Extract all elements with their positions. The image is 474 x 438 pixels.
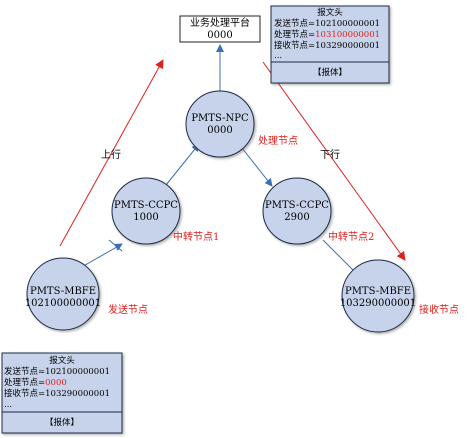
node-mbfe-left-circle [26, 257, 100, 331]
platform-code: 0000 [207, 30, 232, 41]
message-header-top-sender-value: 102100000001 [315, 19, 380, 29]
message-header-bottom-processor: 处理节点=0000 [4, 377, 67, 388]
message-header-top-processor-value: 103100000001 [315, 30, 380, 40]
node-npc: PMTS-NPC 0000 [185, 90, 255, 158]
platform-box-frame [179, 15, 261, 43]
node-ccpc-left: PMTS-CCPC 1000 [111, 177, 181, 245]
platform-title: 业务处理平台 [190, 16, 250, 29]
message-header-top-body-frame [270, 61, 390, 84]
label-sending-node: 发送节点 [108, 303, 148, 316]
message-header-bottom-sender-value: 102100000001 [45, 367, 110, 377]
message-header-bottom-processor-label: 处理节点= [4, 377, 45, 388]
label-receiving-node: 接收节点 [419, 303, 459, 316]
node-mbfe-right-name: PMTS-MBFE [345, 286, 411, 297]
label-uplink: 上行 [101, 148, 121, 161]
message-header-top-ellipsis: ... [274, 51, 282, 61]
message-header-bottom-sender-label: 发送节点= [4, 366, 45, 377]
message-header-top-receiver-value: 103290000001 [315, 41, 380, 51]
node-mbfe-left-code: 102100000001 [25, 298, 101, 309]
node-mbfe-right: PMTS-MBFE 103290000001 [340, 259, 416, 333]
node-ccpc-right-circle [262, 177, 332, 245]
node-npc-circle [185, 90, 255, 158]
node-ccpc-right: PMTS-CCPC 2900 [262, 177, 332, 245]
message-header-top-processor: 处理节点=103100000001 [274, 29, 380, 40]
message-header-top-processor-label: 处理节点= [274, 29, 315, 40]
node-ccpc-right-code: 2900 [284, 212, 309, 223]
node-mbfe-right-code: 103290000001 [340, 298, 416, 309]
link-ccpc-to-npc [165, 143, 200, 186]
node-mbfe-right-circle [341, 259, 415, 333]
label-processing-node: 处理节点 [258, 135, 298, 147]
message-header-bottom-title: 报文头 [49, 355, 75, 366]
message-header-bottom-receiver: 接收节点=103290000001 [4, 388, 110, 399]
message-header-top-receiver: 接收节点=103290000001 [274, 40, 380, 51]
link-ccpc-to-mbfe [322, 239, 359, 276]
node-ccpc-left-code: 1000 [133, 212, 158, 223]
message-header-top-receiver-label: 接收节点= [274, 40, 315, 51]
platform-box: 业务处理平台 0000 [179, 15, 261, 43]
label-downlink: 下行 [320, 148, 340, 161]
message-header-top-title: 报文头 [317, 7, 343, 18]
node-ccpc-left-name: PMTS-CCPC [114, 200, 178, 211]
node-npc-code: 0000 [207, 125, 232, 136]
message-header-bottom-sender: 发送节点=102100000001 [4, 366, 110, 377]
message-header-bottom: 报文头 发送节点=102100000001 处理节点=0000 接收节点=103… [1, 352, 123, 434]
link-npc-to-ccpc [241, 147, 273, 187]
message-header-bottom-receiver-value: 103290000001 [45, 389, 110, 399]
message-header-bottom-processor-value: 0000 [45, 378, 67, 388]
node-ccpc-right-name: PMTS-CCPC [265, 200, 329, 211]
node-ccpc-left-circle [111, 177, 181, 245]
message-header-bottom-ellipsis: ... [4, 400, 12, 410]
message-header-bottom-body: 【报体】 [45, 417, 79, 428]
label-transit-node-2: 中转节点2 [328, 230, 374, 243]
node-mbfe-left-name: PMTS-MBFE [30, 286, 96, 297]
downlink-arrow [262, 61, 406, 261]
message-header-bottom-body-frame [1, 411, 123, 434]
node-mbfe-left: PMTS-MBFE 102100000001 [25, 257, 101, 331]
message-header-bottom-receiver-label: 接收节点= [4, 388, 45, 399]
label-transit-node-1: 中转节点1 [173, 230, 219, 243]
link-mbfe-to-ccpc [79, 243, 123, 269]
uplink-arrow [59, 59, 164, 247]
message-header-top-sender-label: 发送节点= [274, 18, 315, 29]
message-header-top-body: 【报体】 [313, 67, 347, 78]
node-npc-name: PMTS-NPC [191, 113, 249, 124]
message-header-top: 报文头 发送节点=102100000001 处理节点=103100000001 … [270, 5, 390, 84]
message-header-top-sender: 发送节点=102100000001 [274, 18, 380, 29]
